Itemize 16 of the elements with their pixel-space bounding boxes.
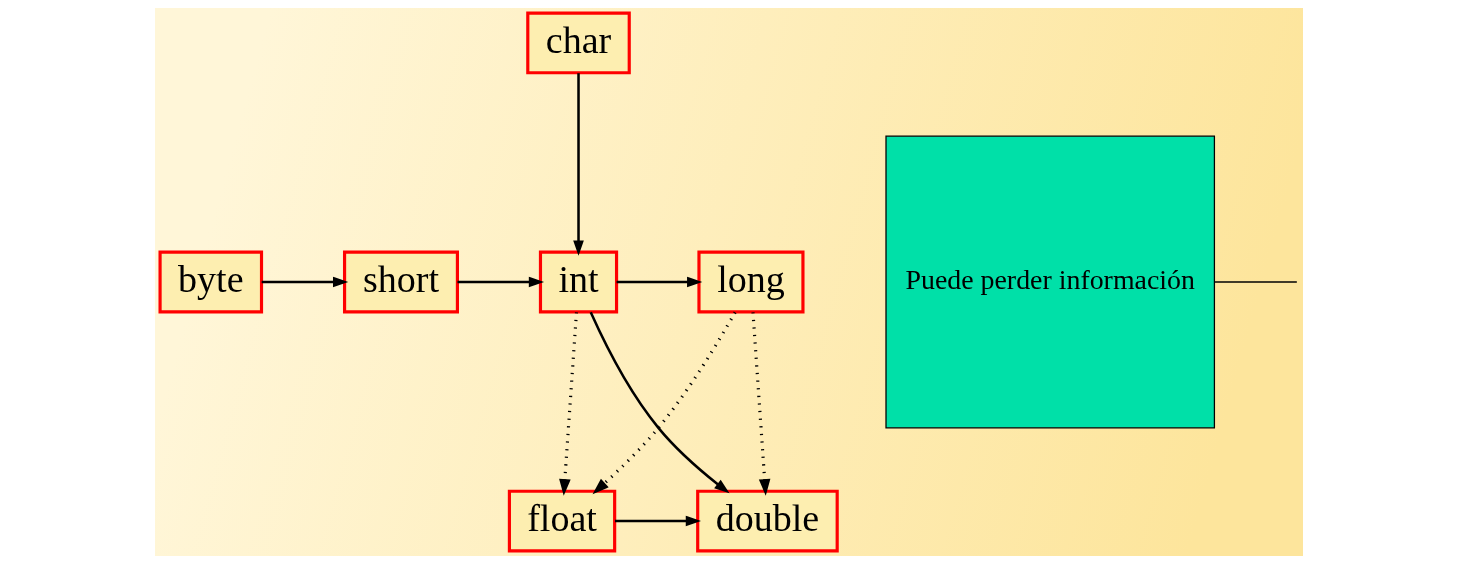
arrow xyxy=(457,276,544,288)
node-box: float xyxy=(507,489,616,553)
connector xyxy=(1213,281,1297,283)
node-box: byte xyxy=(158,250,263,314)
node-box: short xyxy=(342,250,459,314)
node-box: double xyxy=(695,489,839,553)
arrow xyxy=(614,515,701,527)
node-box: Puede perder información xyxy=(884,135,1215,429)
node-box: long xyxy=(696,250,805,314)
arrow xyxy=(616,276,702,288)
arrow xyxy=(261,276,348,288)
node-box: int xyxy=(538,250,618,314)
arrow xyxy=(750,312,770,496)
arrow xyxy=(558,312,578,496)
node-box: char xyxy=(525,11,631,75)
arrow xyxy=(572,73,584,256)
